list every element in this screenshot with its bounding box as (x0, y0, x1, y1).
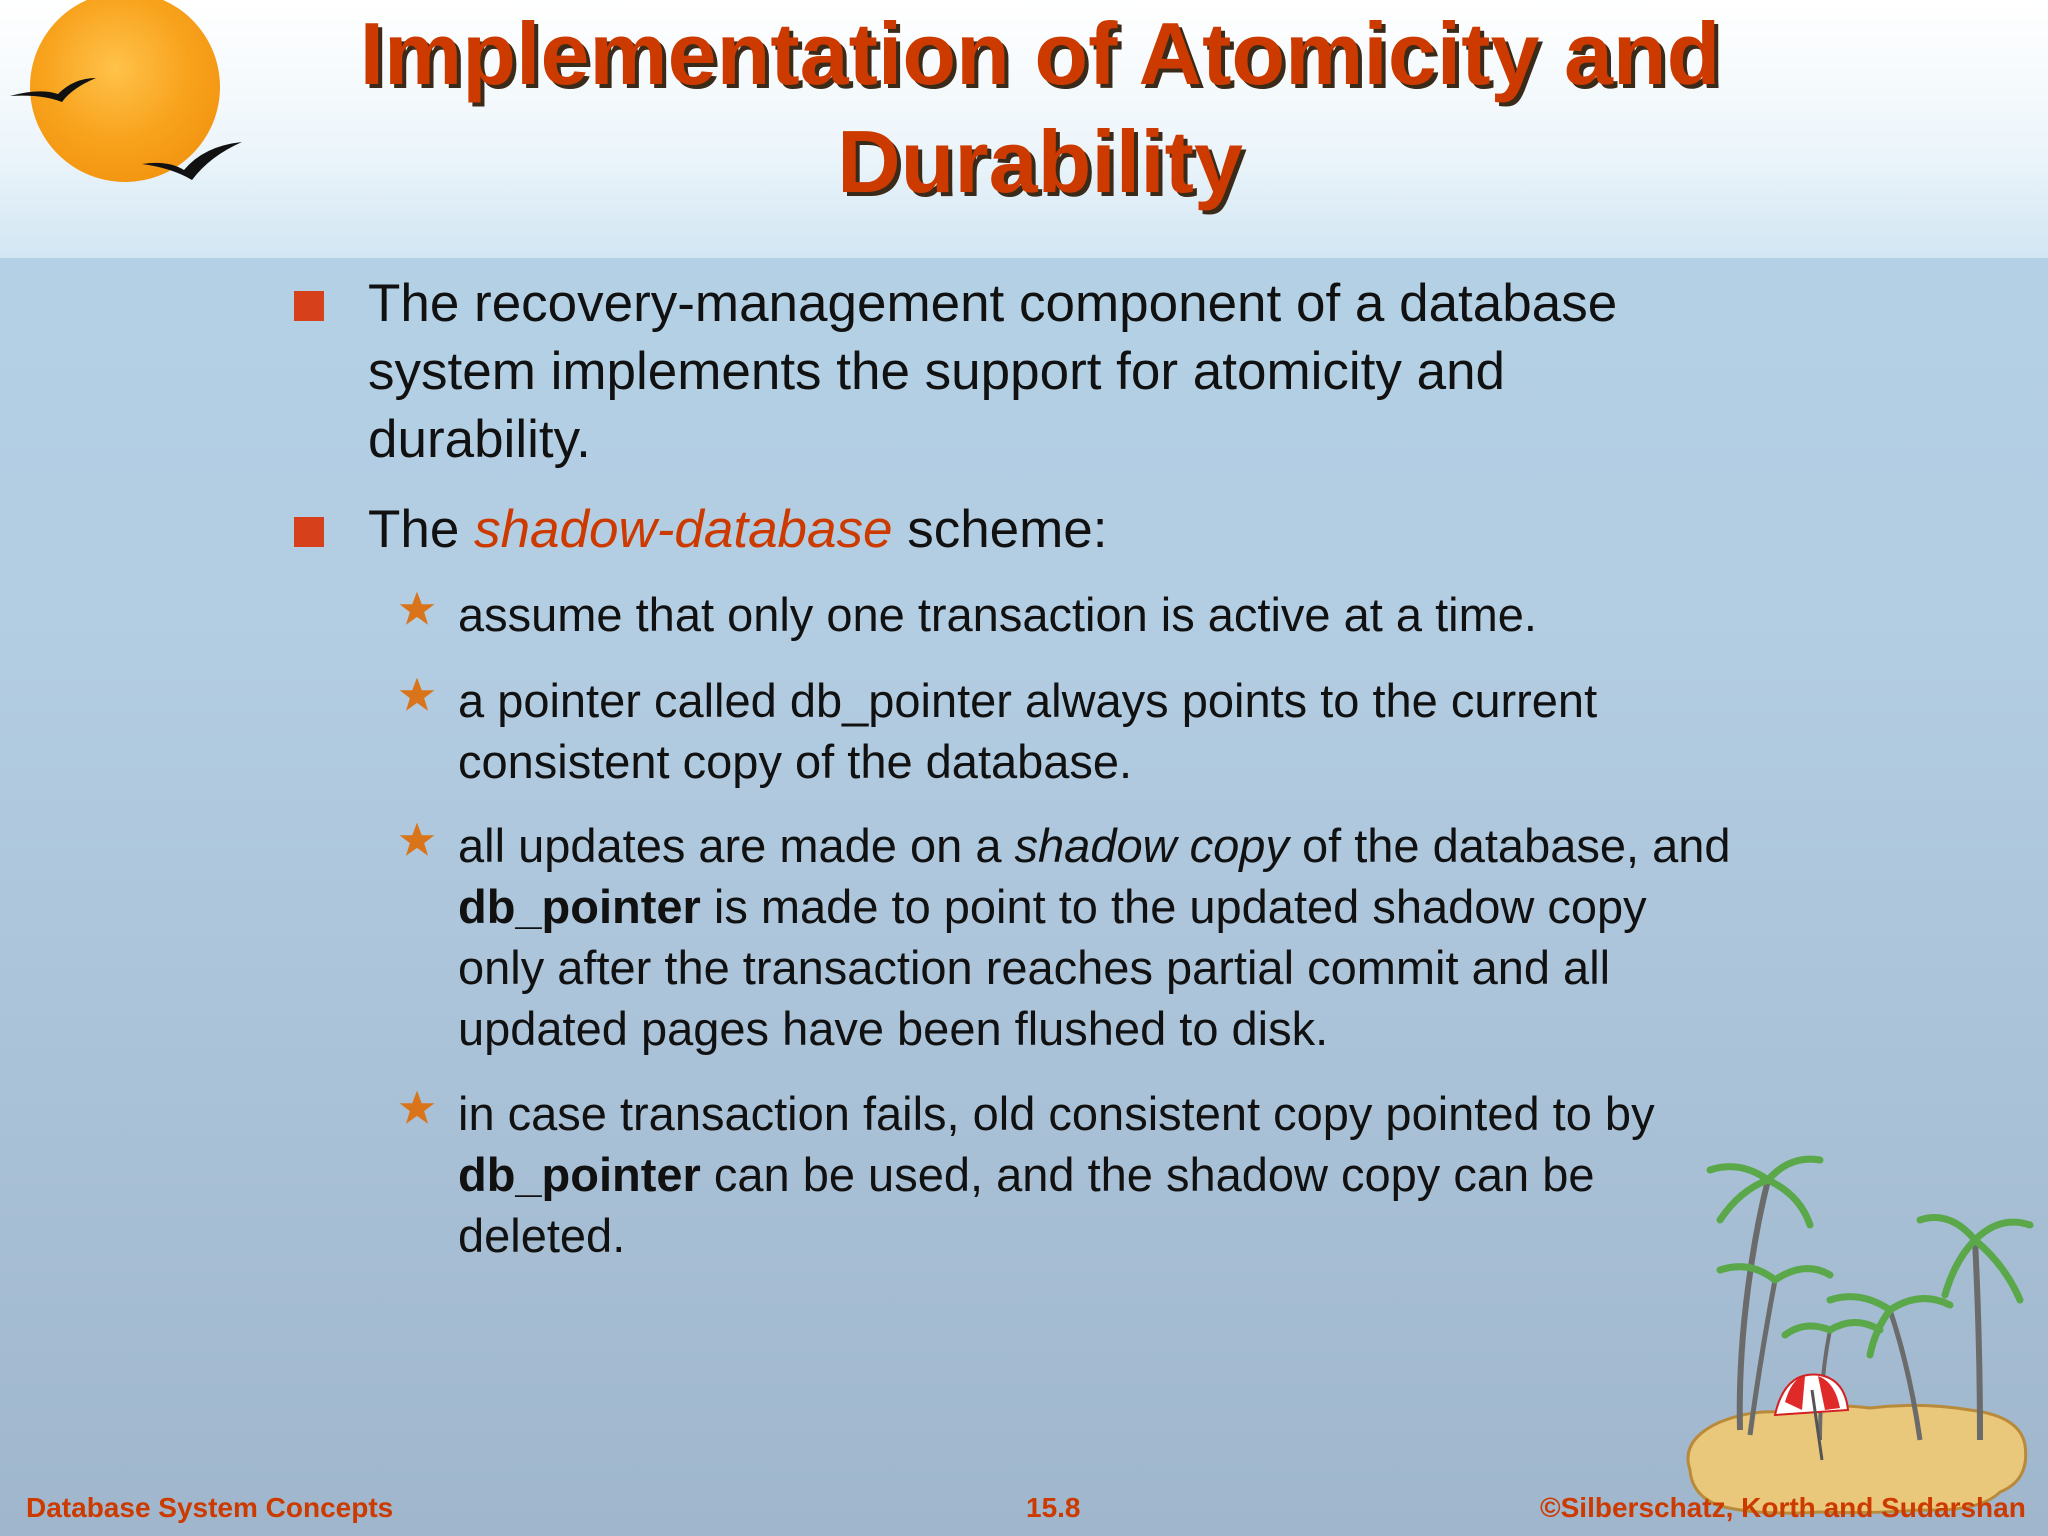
sub-bullet-line: db_pointer can be used, and the shadow c… (458, 1144, 1878, 1205)
sub-bullet-line: a pointer called db_pointer always point… (458, 674, 1598, 727)
square-bullet-icon (294, 291, 324, 321)
bullet-text: The shadow-database scheme: (368, 496, 1868, 564)
umbrella-stripe (1818, 1376, 1840, 1410)
bullet-line: The recovery-management component of a d… (368, 274, 1618, 333)
square-bullet-icon (294, 517, 324, 547)
bullet-text-post: scheme: (892, 500, 1108, 559)
sunset-birds-icon (10, 0, 242, 182)
footer-left: Database System Concepts (26, 1492, 394, 1523)
bird-1 (10, 78, 96, 102)
bullet-text-pre: The (368, 500, 475, 559)
highlighted-term: shadow-database (474, 500, 893, 559)
footer-copyright: ©Silberschatz, Korth and Sudarshan (1540, 1492, 2026, 1523)
star-icon (399, 822, 435, 856)
sub-bullet-text: in case transaction fails, old consisten… (458, 1083, 1878, 1266)
sand-island (1686, 1403, 2028, 1515)
sub-bullet-text: all updates are made on a shadow copy of… (458, 815, 1878, 1059)
slide-title: Implementation of Atomicity and Durabili… (240, 0, 1840, 216)
text-segment: is made to point to the updated shadow c… (700, 880, 1647, 933)
sub-bullet-line: db_pointer is made to point to the updat… (458, 876, 1878, 937)
palm-island-icon (1686, 1155, 2034, 1515)
sub-bullet-line: all updates are made on a shadow copy of… (458, 815, 1878, 876)
text-segment: can be used, and the shadow copy can be (700, 1148, 1595, 1201)
sub-bullet-text: a pointer called db_pointer always point… (458, 670, 1878, 792)
italic-term: shadow copy (1014, 819, 1289, 872)
bird-2 (142, 142, 242, 180)
bullet-text: The recovery-management component of a d… (368, 270, 1868, 474)
sub-bullet-line: deleted. (458, 1209, 626, 1262)
umbrella-pole (1810, 1389, 1824, 1461)
palm-fronds (1706, 1155, 2034, 1359)
star-icon (399, 677, 435, 711)
bullet-line: durability. (368, 410, 591, 469)
sub-bullet-line: in case transaction fails, old consisten… (458, 1087, 1655, 1140)
sub-bullet-line: consistent copy of the database. (458, 735, 1133, 788)
sub-bullet-line: updated pages have been flushed to disk. (458, 1002, 1329, 1055)
umbrella-stripe (1785, 1376, 1805, 1410)
text-segment: of the database, and (1288, 819, 1731, 872)
text-segment: all updates are made on a (458, 819, 1015, 872)
palm-trunk (1747, 1279, 1778, 1436)
bold-term: db_pointer (458, 1148, 701, 1201)
bold-term: db_pointer (458, 880, 701, 933)
palm-trunk (1736, 1179, 1771, 1431)
star-icon (399, 1090, 435, 1124)
palm-trunk (1972, 1239, 1983, 1441)
palm-trunk (1887, 1309, 1923, 1441)
slide-title-line-1: Implementation of Atomicity and (359, 4, 1721, 103)
sub-bullet-text: assume that only one transaction is acti… (458, 584, 1878, 645)
star-icon (399, 591, 435, 625)
footer-page-number: 15.8 (1026, 1492, 1081, 1523)
sub-bullet-line: assume that only one transaction is acti… (458, 588, 1537, 641)
slide-title-line-2: Durability (837, 112, 1243, 211)
sub-bullet-line: only after the transaction reaches parti… (458, 941, 1611, 994)
bullet-line: system implements the support for atomic… (368, 342, 1506, 401)
title-band (0, 0, 2048, 258)
sun-shape (30, 0, 220, 182)
